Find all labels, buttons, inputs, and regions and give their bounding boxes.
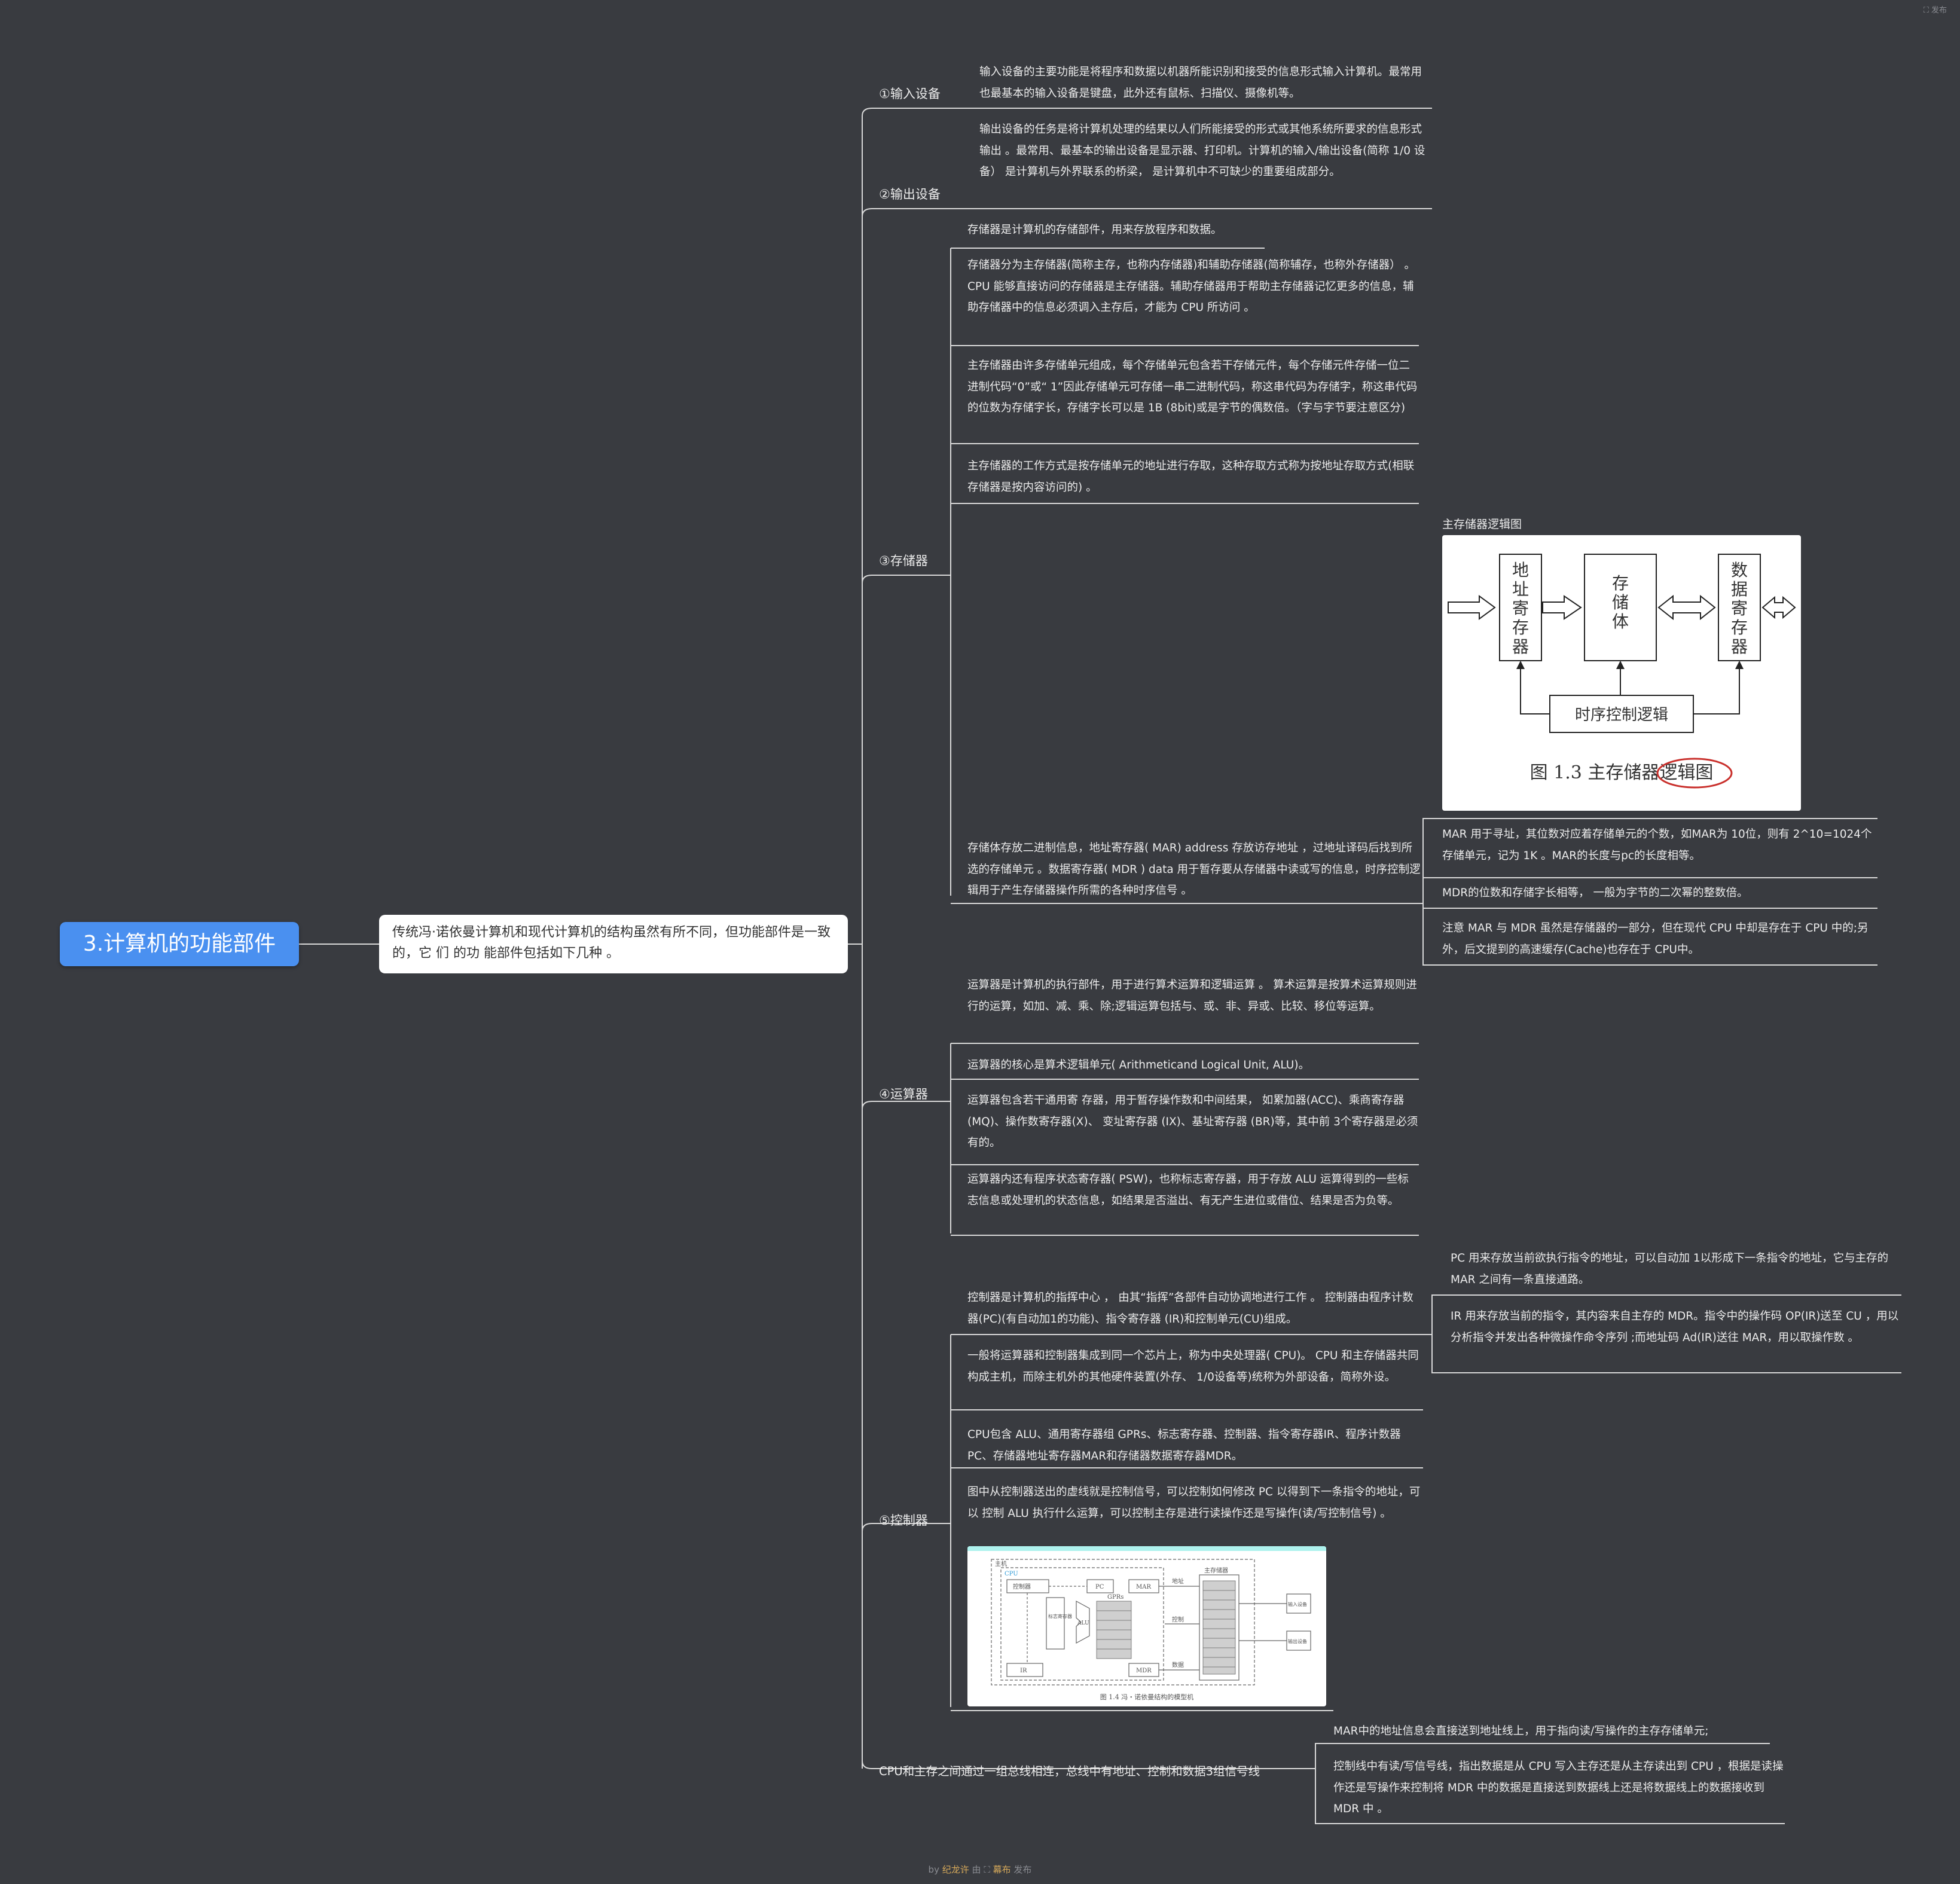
von-neumann-figure: 主机 CPU 控制器 PC MAR GPRs 标志寄存器 ALU IR MDR …: [967, 1546, 1326, 1706]
in-dev-label: 输入设备: [1288, 1601, 1307, 1607]
memory-note-1: MAR 用于寻址，其位数对应着存储单元的个数，如MAR为 10位，则有 2^10…: [1442, 828, 1872, 862]
data-reg-text: 数据寄存器: [1731, 560, 1748, 657]
flags-label: 标志寄存器: [1048, 1613, 1072, 1619]
flags-box: [1046, 1597, 1065, 1650]
storage-box: [1584, 554, 1657, 661]
memory-item-5: 存储体存放二进制信息，地址寄存器( MAR) address 存放访存地址 ，过…: [967, 842, 1421, 897]
out-dev-label: 输出设备: [1288, 1638, 1307, 1644]
von-neumann-diagram: 主机 CPU 控制器 PC MAR GPRs 标志寄存器 ALU IR MDR …: [991, 1559, 1311, 1701]
red-highlight-circle: [1656, 758, 1733, 789]
ir-label: IR: [1020, 1668, 1027, 1674]
control-item-2: 一般将运算器和控制器集成到同一个芯片上，称为中央处理器( CPU)。 CPU 和…: [967, 1349, 1419, 1384]
memory-note-2: MDR的位数和存储字长相等， 一般为字节的二次幂的整数倍。: [1442, 887, 1748, 899]
data-reg-box: [1718, 554, 1761, 661]
host-box: [991, 1559, 1255, 1685]
branch-control-label[interactable]: ⑤控制器: [879, 1513, 928, 1528]
storage-text: 存储体: [1612, 573, 1629, 631]
bus-item-1: MAR中的地址信息会直接送到地址线上，用于指向读/写操作的主存存储单元;: [1333, 1725, 1709, 1738]
alu-shape: [1076, 1600, 1090, 1644]
root-node[interactable]: 3.计算机的功能部件: [60, 922, 299, 966]
footer-author[interactable]: 纪龙许: [942, 1864, 969, 1875]
control-note-1: PC 用来存放当前欲执行指令的地址，可以自动加 1以形成下一条指令的地址，它与主…: [1451, 1252, 1889, 1286]
pc-label: PC: [1095, 1584, 1104, 1590]
publish-icon: ⛶: [1923, 6, 1931, 15]
control-item-1: 控制器是计算机的指挥中心 ， 由其“指挥”各部件自动协调地进行工作 。 控制器由…: [967, 1291, 1413, 1326]
footer-mid: 由: [972, 1864, 981, 1875]
mdr-label: MDR: [1136, 1668, 1152, 1674]
branch-output-label[interactable]: ②输出设备: [879, 187, 941, 201]
alu-item-1: 运算器是计算机的执行部件，用于进行算术运算和逻辑运算 。 算术运算是按算术运算规…: [967, 979, 1417, 1013]
timing-text: 时序控制逻辑: [1575, 706, 1668, 724]
controller-label: 控制器: [1013, 1583, 1031, 1590]
main-mem-box: [1199, 1574, 1239, 1681]
alu-item-4: 运算器内还有程序状态寄存器( PSW)，也称标志寄存器，用于存放 ALU 运算得…: [967, 1173, 1409, 1207]
memory-logic-diagram: 地址寄存器 存储体 数据寄存器 时序控制逻辑 图 1.3 主存储器逻辑图: [1448, 554, 1796, 789]
footer-tail: 发布: [1013, 1864, 1032, 1875]
bus-item-2: 控制线中有读/写信号线，指出数据是从 CPU 写入主存还是从主存读出到 CPU …: [1333, 1760, 1784, 1815]
ctrl-bus-label: 控制: [1172, 1616, 1184, 1623]
memory-item-3: 主存储器由许多存储单元组成，每个存储单元包含若干存储元件，每个存储元件存储一位二…: [967, 359, 1418, 414]
footer-by: by: [928, 1864, 939, 1875]
addr-bus-label: 地址: [1172, 1577, 1184, 1585]
figure-highlight-strip: [967, 1546, 1326, 1551]
branch-alu-label[interactable]: ④运算器: [879, 1087, 928, 1101]
control-note-2: IR 用来存放当前的指令，其内容来自主存的 MDR。指令中的操作码 OP(IR)…: [1451, 1310, 1899, 1344]
publish-label: 发布: [1931, 6, 1947, 15]
publish-button[interactable]: ⛶ 发布: [1924, 4, 1947, 15]
alu-item-3: 运算器包含若干通用寄 存器，用于暂存操作数和中间结果， 如累加器(ACC)、乘商…: [967, 1094, 1418, 1149]
memory-item-4: 主存储器的工作方式是按存储单元的地址进行存取，这种存取方式称为按地址存取方式(相…: [967, 460, 1415, 494]
memory-item-2: 存储器分为主存储器(简称主存，也称内存储器)和辅助存储器(简称辅存，也称外存储器…: [967, 259, 1416, 314]
gprs-label: GPRs: [1107, 1594, 1124, 1601]
host-label: 主机: [995, 1560, 1007, 1568]
branch-memory-label[interactable]: ③存储器: [879, 554, 928, 568]
footer-brand-icon: ⛶: [984, 1864, 990, 1875]
control-item-3: CPU包含 ALU、通用寄存器组 GPRs、标志寄存器、控制器、指令寄存器IR、…: [967, 1428, 1401, 1462]
input-text: 输入设备的主要功能是将程序和数据以机器所能识别和接受的信息形式输入计算机。最常用…: [979, 66, 1422, 100]
mar-label: MAR: [1136, 1584, 1151, 1590]
main-mem-label: 主存储器: [1204, 1567, 1228, 1574]
memory-item-1: 存储器是计算机的存储部件，用来存放程序和数据。: [967, 224, 1222, 236]
cpu-box: [1000, 1567, 1164, 1681]
intro-node[interactable]: 传统冯·诺依曼计算机和现代计算机的结构虽然有所不同，但功能部件是一致的，它 们 …: [379, 915, 848, 973]
footer-brand[interactable]: 幕布: [993, 1864, 1011, 1875]
data-bus-label: 数据: [1172, 1661, 1184, 1669]
branch-input-label[interactable]: ①输入设备: [879, 87, 941, 101]
memory-figure-caption: 主存储器逻辑图: [1442, 518, 1522, 531]
addr-reg-text: 地址寄存器: [1512, 560, 1529, 657]
alu-item-2: 运算器的核心是算术逻辑单元( Arithmeticand Logical Uni…: [967, 1059, 1310, 1071]
branch-bus-label[interactable]: CPU和主存之间通过一组总线相连，总线中有地址、控制和数据3组信号线: [879, 1764, 1260, 1778]
von-neumann-fig-title: 图 1.4 冯・诺依曼结构的模型机: [1100, 1693, 1194, 1701]
memory-logic-figure: 地址寄存器 存储体 数据寄存器 时序控制逻辑 图 1.3 主存储器逻辑图: [1442, 535, 1801, 811]
memory-fig-title: 图 1.3 主存储器逻辑图: [1530, 762, 1714, 783]
ir-box: [1006, 1663, 1043, 1677]
cpu-label: CPU: [1005, 1571, 1018, 1577]
alu-label: ALU: [1077, 1620, 1089, 1626]
addr-reg-box: [1499, 554, 1542, 661]
memory-note-3: 注意 MAR 与 MDR 虽然是存储器的一部分，但在现代 CPU 中却是存在于 …: [1442, 922, 1869, 956]
output-text: 输出设备的任务是将计算机处理的结果以人们所能接受的形式或其他系统所要求的信息形式…: [979, 123, 1425, 178]
footer: by 纪龙许 由 ⛶ 幕布 发布: [0, 1863, 1960, 1876]
timing-box: [1549, 695, 1694, 733]
control-item-4: 图中从控制器送出的虚线就是控制信号，可以控制如何修改 PC 以得到下一条指令的地…: [967, 1486, 1421, 1520]
